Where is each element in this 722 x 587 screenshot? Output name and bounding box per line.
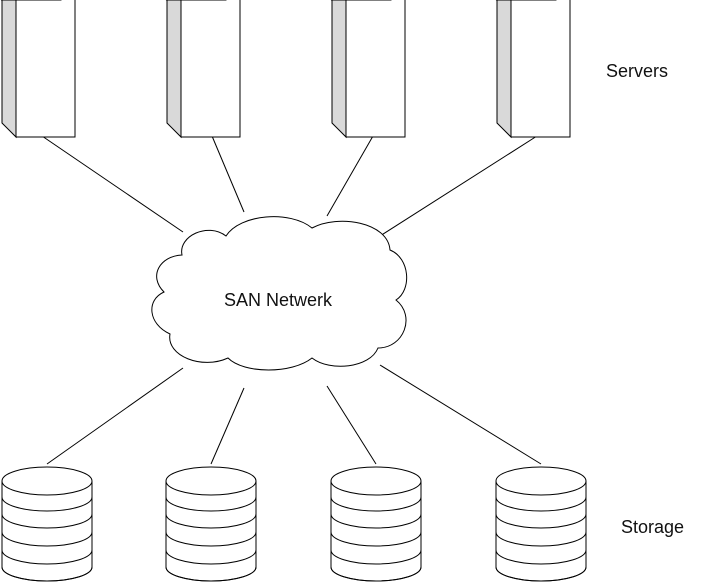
server-1 xyxy=(0,0,76,139)
servers-group xyxy=(0,0,571,139)
servers-label: Servers xyxy=(606,61,668,81)
connector-storage-4 xyxy=(379,364,542,465)
storage-2 xyxy=(165,466,257,582)
connector-storage-1 xyxy=(46,367,184,465)
storage-connectors xyxy=(46,364,542,465)
storage-1 xyxy=(1,466,93,582)
server-connectors xyxy=(41,135,538,237)
server-2 xyxy=(165,0,241,139)
connector-server-2 xyxy=(211,135,245,213)
storage-label: Storage xyxy=(621,517,684,537)
connector-storage-2 xyxy=(210,387,245,465)
connector-server-4 xyxy=(379,135,538,237)
storage-group xyxy=(1,466,587,582)
server-3 xyxy=(330,0,406,139)
connector-server-3 xyxy=(326,135,374,217)
storage-4 xyxy=(495,466,587,582)
connector-server-1 xyxy=(41,135,184,233)
san-network-cloud xyxy=(151,216,408,371)
network-label: SAN Netwerk xyxy=(224,290,333,310)
storage-3 xyxy=(330,466,422,582)
connector-storage-3 xyxy=(326,385,377,465)
server-4 xyxy=(495,0,571,139)
